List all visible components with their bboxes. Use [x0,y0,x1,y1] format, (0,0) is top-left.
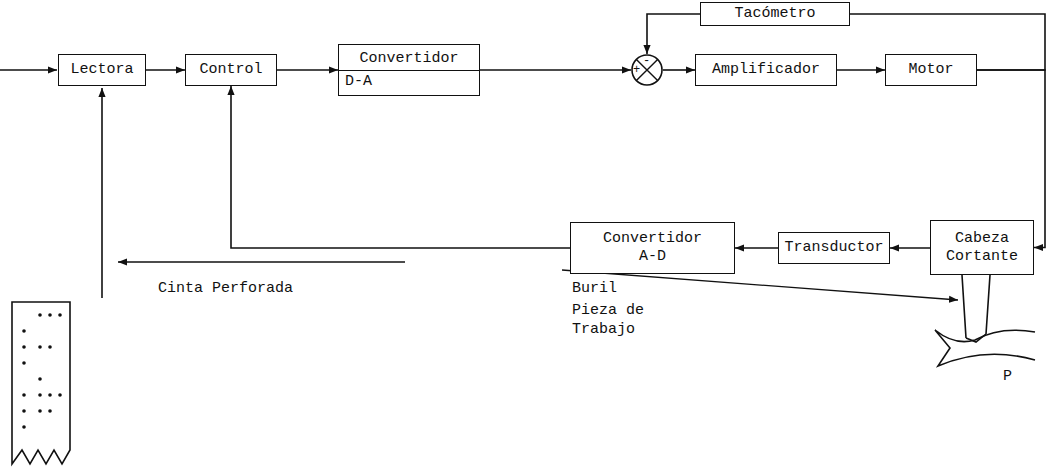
cutting-tool [962,275,990,342]
tape-hole [38,345,42,349]
tape-hole [22,329,26,333]
tape-holes [22,313,62,429]
tape-hole [22,409,26,413]
tape-hole [58,393,62,397]
signal-connector [647,14,700,54]
block-label: Cabeza Cortante [937,230,1027,266]
workpiece [935,330,1035,366]
leader-line [562,270,958,300]
tape-hole [38,313,42,317]
workpiece-label: Pieza de Trabajo [572,302,652,340]
tape-feed-arrow [101,88,103,298]
block-label: Lectora [70,61,133,79]
tape-hole [38,409,42,413]
tape-hole [38,393,42,397]
tape-hole [48,409,52,413]
tape-label: Cinta Perforada [158,280,293,299]
tape-hole [38,377,42,381]
signal-connector [146,69,185,71]
signal-connector [890,247,930,249]
tape-hole [58,313,62,317]
tape-hole [22,393,26,397]
tape-hole [22,425,26,429]
control-box: Control [185,54,277,86]
tachometer-box: Tacómetro [700,2,850,26]
tape-hole [22,345,26,349]
converter-box: ConvertidorD-A [338,44,480,96]
block-label: Tacómetro [734,5,815,23]
amplifier-box: Amplificador [695,54,837,86]
block-label: Motor [908,61,953,79]
tape-hole [48,393,52,397]
signal-connector [277,69,338,71]
signal-connector [735,247,778,249]
cutting-head-box: Cabeza Cortante [930,220,1034,275]
tape-hole [48,313,52,317]
converter-box: Convertidor A-D [570,222,735,274]
part-label: P [1003,368,1012,387]
block-label: Amplificador [712,61,820,79]
motor-box: Motor [885,54,977,86]
tool-label: Buril [572,280,617,299]
tape-hole [48,345,52,349]
block-label: Convertidor A-D [598,230,708,266]
tape-hole [22,361,26,365]
sign-label: + [633,64,640,76]
block-label: Control [199,61,262,79]
transducer-box: Transductor [778,232,890,264]
summing-junction: -+ [631,54,663,86]
reader-box: Lectora [58,54,146,86]
block-label: D-A [339,71,479,93]
block-label: Convertidor [339,48,479,71]
signal-connector [231,86,570,248]
signal-connector [480,69,631,71]
tape-direction-arrow [118,261,405,263]
signal-connector [837,69,885,71]
punched-tape [12,302,70,464]
signal-connector [663,69,695,71]
input-arrow [0,69,57,71]
block-label: Transductor [784,239,883,257]
sign-label: - [643,55,650,67]
